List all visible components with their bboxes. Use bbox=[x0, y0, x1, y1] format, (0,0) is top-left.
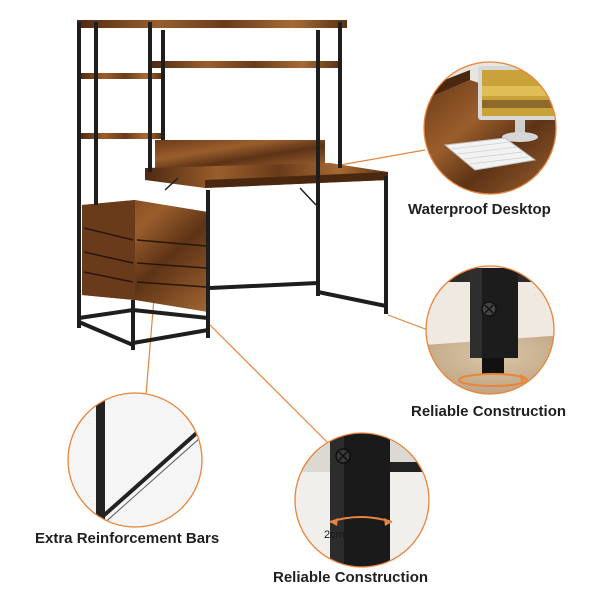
caption-reliable-construction-bottom: Reliable Construction bbox=[273, 569, 429, 586]
tube-dimension-label: 2cm x 2cm bbox=[324, 529, 378, 541]
tower-shelf-2 bbox=[80, 133, 162, 139]
connector-leg bbox=[387, 314, 429, 331]
desktop-closeup-ring bbox=[423, 61, 557, 195]
desk-illustration bbox=[77, 20, 388, 350]
caption-reliable-construction-top: Reliable Construction bbox=[411, 403, 567, 420]
reinforcement-closeup-ring bbox=[67, 392, 203, 528]
leg-closeup-ring bbox=[425, 265, 555, 395]
reinforcement-closeup bbox=[68, 393, 202, 527]
caption-waterproof-desktop: Waterproof Desktop bbox=[408, 201, 551, 218]
caption-extra-reinforcement-bars: Extra Reinforcement Bars bbox=[35, 530, 220, 547]
hutch-back-panel bbox=[155, 140, 325, 168]
tower-shelf-1 bbox=[80, 73, 162, 79]
hutch-top-shelf bbox=[77, 20, 347, 28]
connector-desktop bbox=[339, 149, 426, 166]
hutch-middle-shelf bbox=[150, 61, 340, 68]
desktop-closeup bbox=[424, 62, 556, 194]
tube-closeup-ring bbox=[294, 432, 430, 568]
steel-frame bbox=[77, 22, 388, 350]
connector-tube bbox=[209, 324, 331, 446]
